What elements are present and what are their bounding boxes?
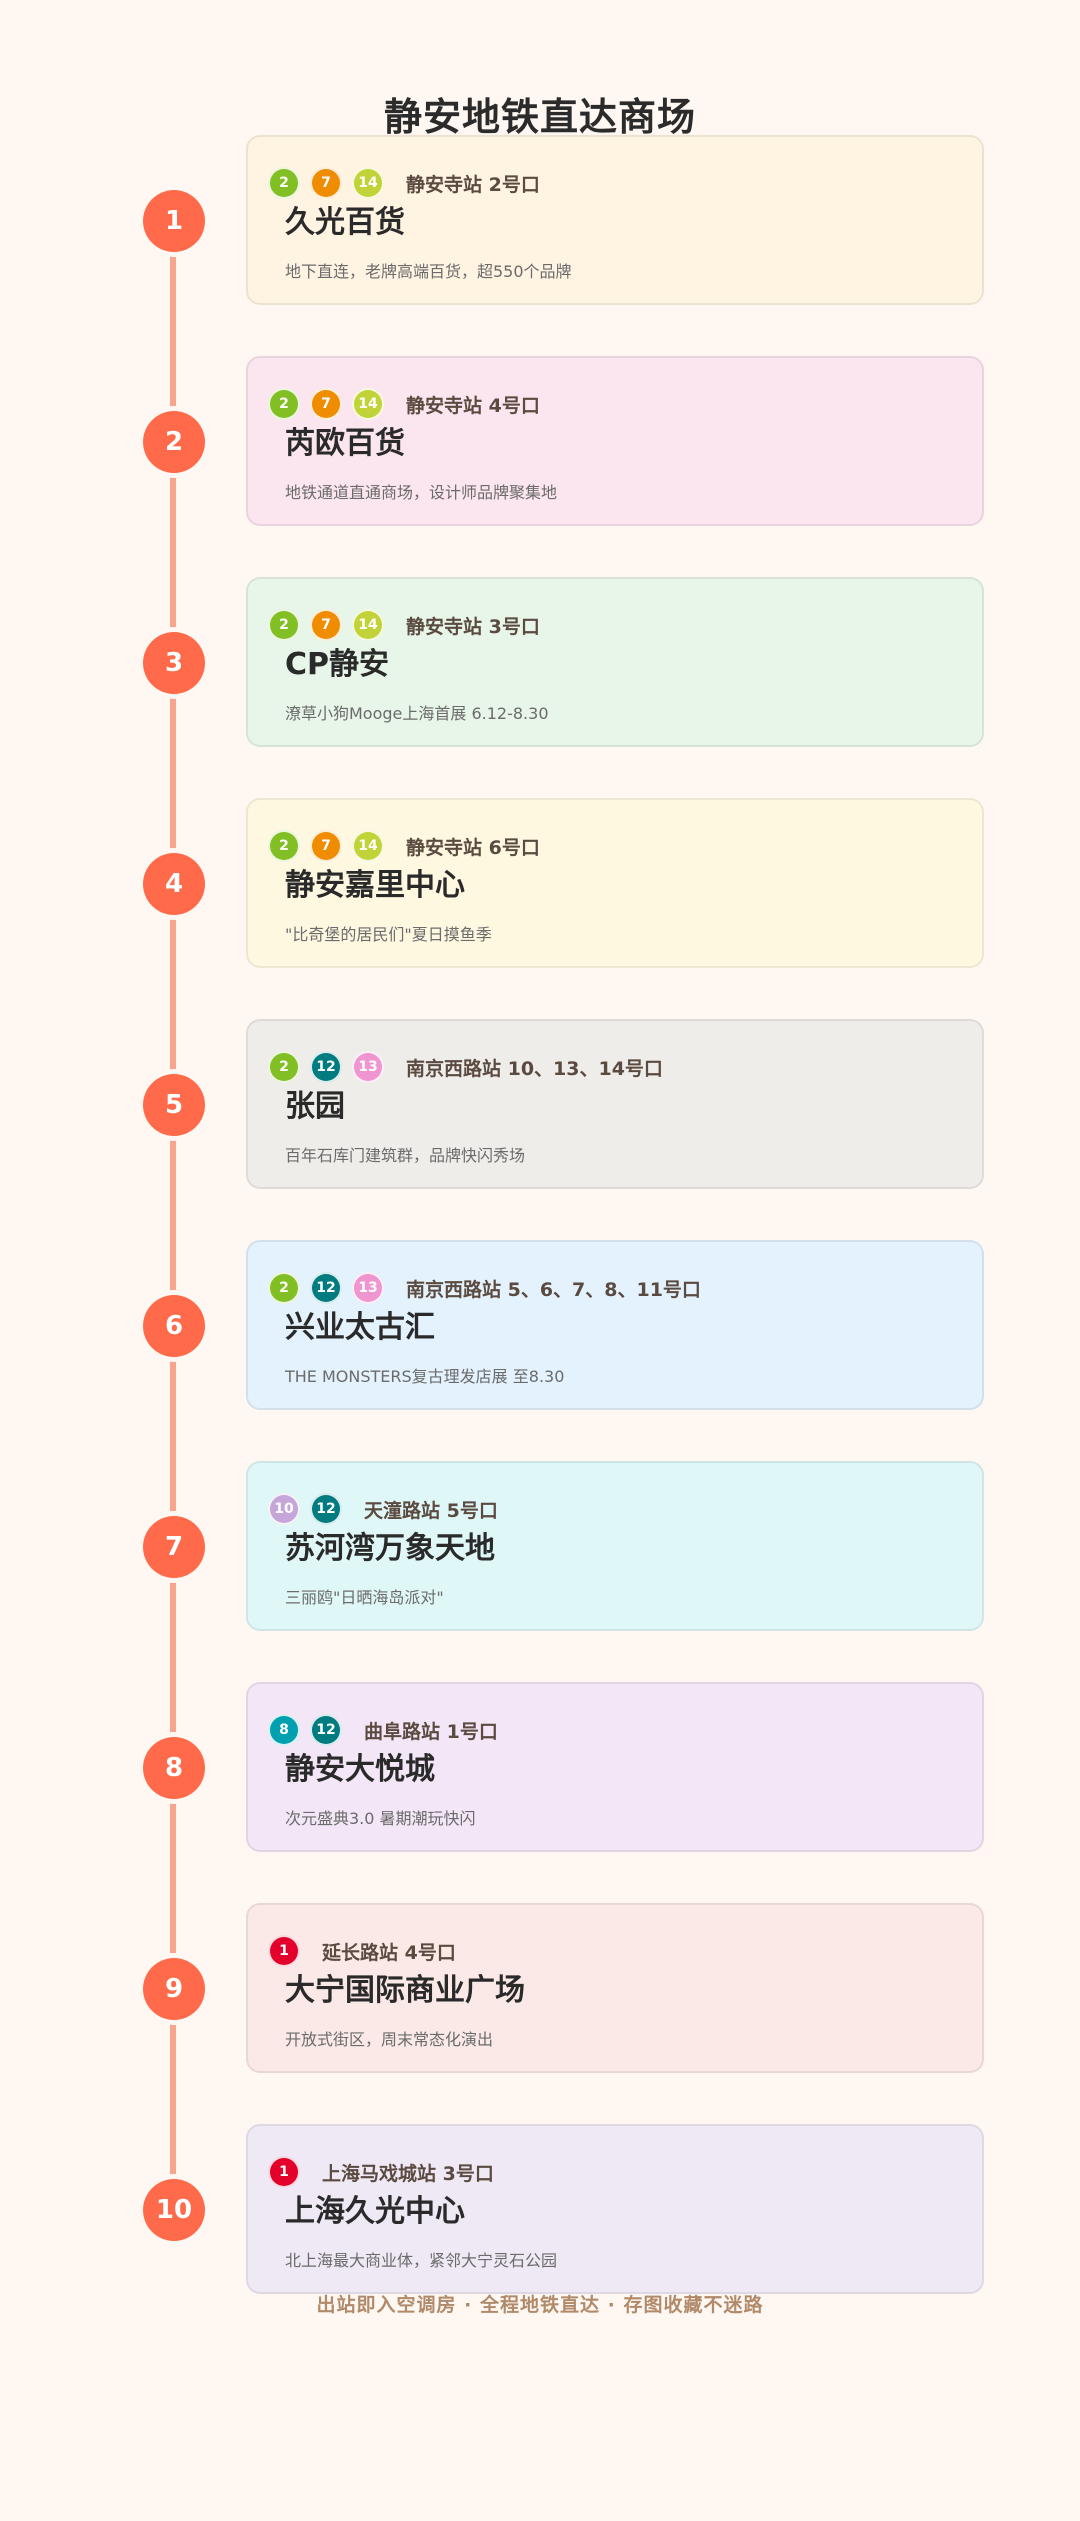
mall-item: 10 1 上海马戏城站 3号口上海久光中心北上海最大商业体，紧邻大宁灵石公园: [0, 2124, 1080, 2296]
metro-line-badge: 7: [310, 388, 342, 420]
metro-line-badges: 1: [268, 1935, 300, 1967]
mall-item: 7 10 12 天潼路站 5号口苏河湾万象天地三丽鸥"日晒海岛派对": [0, 1461, 1080, 1633]
station-exit: 天潼路站 5号口: [364, 1500, 498, 1522]
metro-line-badge: 13: [352, 1051, 384, 1083]
mall-name: 静安大悦城: [285, 1752, 435, 1787]
mall-name: 静安嘉里中心: [285, 868, 465, 903]
mall-card[interactable]: 1 上海马戏城站 3号口上海久光中心北上海最大商业体，紧邻大宁灵石公园: [246, 2124, 984, 2294]
page-title: 静安地铁直达商场: [383, 95, 696, 139]
metro-line-badge: 2: [268, 1272, 300, 1304]
step-number: 9: [143, 1958, 205, 2020]
metro-line-badge: 2: [268, 388, 300, 420]
mall-card[interactable]: 2 12 13 南京西路站 10、13、14号口张园百年石库门建筑群，品牌快闪秀场: [246, 1019, 984, 1189]
metro-line-badge: 10: [268, 1493, 300, 1525]
mall-description: THE MONSTERS复古理发店展 至8.30: [285, 1367, 565, 1386]
mall-name: 大宁国际商业广场: [285, 1973, 525, 2008]
mall-name: 兴业太古汇: [285, 1310, 435, 1345]
footer-note: 出站即入空调房 · 全程地铁直达 · 存图收藏不迷路: [316, 2294, 764, 2316]
metro-line-badge: 14: [352, 830, 384, 862]
metro-line-badges: 2 12 13: [268, 1051, 384, 1083]
station-exit: 延长路站 4号口: [322, 1942, 456, 1964]
metro-line-badge: 7: [310, 609, 342, 641]
metro-line-badge: 7: [310, 167, 342, 199]
mall-name: CP静安: [285, 647, 390, 682]
metro-line-badge: 12: [310, 1493, 342, 1525]
step-number: 8: [143, 1737, 205, 1799]
metro-line-badges: 1: [268, 2156, 300, 2188]
mall-description: 地下直连，老牌高端百货，超550个品牌: [285, 262, 572, 281]
metro-line-badge: 1: [268, 2156, 300, 2188]
mall-description: "比奇堡的居民们"夏日摸鱼季: [285, 925, 492, 944]
metro-line-badge: 14: [352, 388, 384, 420]
station-exit: 静安寺站 2号口: [406, 174, 540, 196]
metro-line-badge: 8: [268, 1714, 300, 1746]
metro-line-badge: 14: [352, 167, 384, 199]
mall-card[interactable]: 1 延长路站 4号口大宁国际商业广场开放式街区，周末常态化演出: [246, 1903, 984, 2073]
mall-item: 6 2 12 13 南京西路站 5、6、7、8、11号口兴业太古汇 THE MONSTER…: [0, 1240, 1080, 1412]
step-number: 7: [143, 1516, 205, 1578]
metro-line-badge: 12: [310, 1272, 342, 1304]
mall-description: 次元盛典3.0 暑期潮玩快闪: [285, 1809, 476, 1828]
metro-line-badge: 14: [352, 609, 384, 641]
metro-line-badge: 2: [268, 167, 300, 199]
metro-line-badge: 7: [310, 830, 342, 862]
mall-name: 苏河湾万象天地: [285, 1531, 495, 1566]
metro-line-badge: 13: [352, 1272, 384, 1304]
mall-item: 5 2 12 13 南京西路站 10、13、14号口张园百年石库门建筑群，品牌快闪秀场: [0, 1019, 1080, 1191]
station-exit: 曲阜路站 1号口: [364, 1721, 498, 1743]
station-exit: 南京西路站 5、6、7、8、11号口: [406, 1279, 701, 1301]
mall-item: 8 8 12 曲阜路站 1号口静安大悦城次元盛典3.0 暑期潮玩快闪: [0, 1682, 1080, 1854]
metro-line-badge: 2: [268, 830, 300, 862]
step-number: 5: [143, 1074, 205, 1136]
station-exit: 上海马戏城站 3号口: [322, 2163, 494, 2185]
metro-line-badge: 12: [310, 1051, 342, 1083]
mall-card[interactable]: 10 12 天潼路站 5号口苏河湾万象天地三丽鸥"日晒海岛派对": [246, 1461, 984, 1631]
mall-description: 开放式街区，周末常态化演出: [285, 2030, 494, 2049]
metro-line-badges: 2 12 13: [268, 1272, 384, 1304]
mall-name: 芮欧百货: [285, 426, 405, 461]
step-number: 4: [143, 853, 205, 915]
mall-name: 久光百货: [285, 205, 405, 240]
mall-card[interactable]: 8 12 曲阜路站 1号口静安大悦城次元盛典3.0 暑期潮玩快闪: [246, 1682, 984, 1852]
metro-line-badges: 10 12: [268, 1493, 342, 1525]
mall-description: 北上海最大商业体，紧邻大宁灵石公园: [285, 2251, 558, 2270]
mall-name: 张园: [285, 1089, 345, 1124]
station-exit: 静安寺站 4号口: [406, 395, 540, 417]
station-exit: 静安寺站 6号口: [406, 837, 540, 859]
step-number: 2: [143, 411, 205, 473]
mall-description: 百年石库门建筑群，品牌快闪秀场: [285, 1146, 526, 1165]
metro-line-badges: 8 12: [268, 1714, 342, 1746]
mall-name: 上海久光中心: [285, 2194, 465, 2229]
step-number: 6: [143, 1295, 205, 1357]
station-exit: 南京西路站 10、13、14号口: [406, 1058, 663, 1080]
step-number: 3: [143, 632, 205, 694]
metro-line-badge: 12: [310, 1714, 342, 1746]
mall-description: 三丽鸥"日晒海岛派对": [285, 1588, 444, 1607]
mall-item: 9 1 延长路站 4号口大宁国际商业广场开放式街区，周末常态化演出: [0, 1903, 1080, 2075]
step-number: 10: [143, 2179, 205, 2241]
timeline-line: [170, 218, 176, 2206]
metro-line-badge: 2: [268, 609, 300, 641]
step-number: 1: [143, 190, 205, 252]
metro-line-badge: 2: [268, 1051, 300, 1083]
metro-line-badge: 1: [268, 1935, 300, 1967]
mall-description: 潦草小狗Mooge上海首展 6.12-8.30: [285, 704, 549, 723]
mall-description: 地铁通道直通商场，设计师品牌聚集地: [285, 483, 558, 502]
station-exit: 静安寺站 3号口: [406, 616, 540, 638]
mall-card[interactable]: 2 12 13 南京西路站 5、6、7、8、11号口兴业太古汇 THE MONSTERS…: [246, 1240, 984, 1410]
